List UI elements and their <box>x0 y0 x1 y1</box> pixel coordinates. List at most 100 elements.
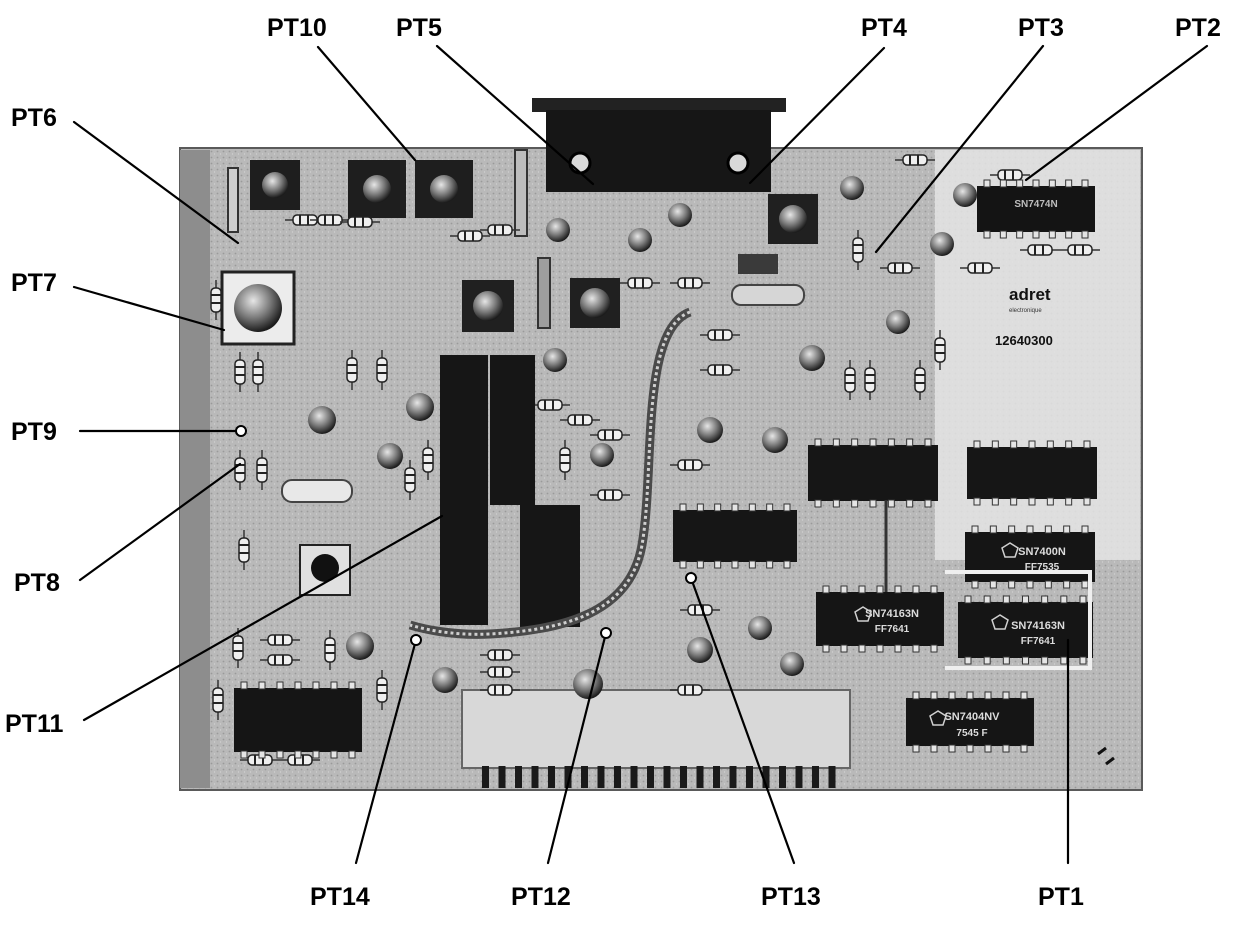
ic-pin <box>930 691 938 700</box>
ic-pin <box>814 438 822 447</box>
resistor-body <box>687 604 713 616</box>
label-pt11: PT11 <box>5 710 63 738</box>
leader-line-pt2 <box>1024 44 1209 182</box>
ic-pin <box>1083 440 1091 449</box>
resistor-body <box>346 357 358 383</box>
resistor-body <box>487 224 513 236</box>
ic-tall-mid <box>490 355 535 505</box>
board-corner-mark <box>1097 746 1115 766</box>
edge-pin <box>729 766 737 788</box>
ic-pin <box>971 525 979 534</box>
edge-pin <box>713 766 720 788</box>
ic-sn74163n-b: SN74163N FF7641 <box>816 592 944 646</box>
ic-pin <box>971 580 979 589</box>
ic-pin <box>1081 179 1089 188</box>
ic-pin <box>1048 179 1056 188</box>
resistor-body <box>317 214 343 226</box>
ic-pin <box>894 644 902 653</box>
label-pt13: PT13 <box>761 883 821 911</box>
ic-pin <box>912 744 920 753</box>
resistor-body <box>234 359 246 385</box>
ic-pin <box>240 681 248 690</box>
resistor-body <box>707 364 733 376</box>
resistor-body <box>256 457 268 483</box>
ic-right-upper <box>967 447 1097 499</box>
ic-sn7404nv: SN7404NV 7545 F <box>906 698 1034 746</box>
ic-pin <box>714 503 722 512</box>
ic-pin <box>696 503 704 512</box>
ic-pin <box>851 438 859 447</box>
ic-pin <box>876 644 884 653</box>
ic-pin <box>1041 595 1049 604</box>
ic-pin <box>1081 230 1089 239</box>
ic-pin <box>858 644 866 653</box>
resistor-body <box>1027 244 1053 256</box>
leader-line-pt13 <box>689 576 796 865</box>
ic-pin <box>1079 595 1087 604</box>
ic-pin <box>783 503 791 512</box>
ic-pin <box>348 750 356 759</box>
resistor-body <box>212 687 224 713</box>
resistor-body <box>864 367 876 393</box>
leader-line-pt10 <box>316 45 417 162</box>
ic-pin <box>1002 595 1010 604</box>
ic-pin <box>1065 497 1073 506</box>
ic-pin <box>1026 580 1034 589</box>
ic-tall-left <box>440 355 488 625</box>
resistor-body <box>347 216 373 228</box>
leader-line-pt3 <box>874 44 1045 254</box>
resistor-body <box>487 666 513 678</box>
resistors <box>210 154 1100 766</box>
board-left-edge <box>180 150 210 788</box>
ic-pin <box>1046 440 1054 449</box>
ic-pin <box>1028 497 1036 506</box>
ic-pin <box>851 499 859 508</box>
resistor-body <box>376 677 388 703</box>
label-pt9: PT9 <box>11 418 57 446</box>
ic-pin <box>822 585 830 594</box>
leader-line-pt12 <box>546 631 608 865</box>
ic-pin <box>989 580 997 589</box>
edge-pin <box>531 766 539 788</box>
resistor-body <box>902 154 928 166</box>
test-point-marker-pt9 <box>235 425 247 437</box>
ic-pin <box>1046 497 1054 506</box>
ic-pin <box>766 560 774 569</box>
edge-pin <box>597 766 605 788</box>
resistor-body <box>914 367 926 393</box>
ic-pin <box>294 681 302 690</box>
ic-pin <box>679 503 687 512</box>
ic-pin <box>1063 525 1071 534</box>
ic-pin <box>964 656 972 665</box>
ic-pin <box>258 681 266 690</box>
resistor-body <box>487 649 513 661</box>
ic-pin <box>983 179 991 188</box>
ic-pin <box>1002 744 1010 753</box>
label-pt2: PT2 <box>1175 14 1221 42</box>
ic-pin <box>1032 179 1040 188</box>
ic-bottom-left <box>234 688 362 752</box>
ic-pin <box>679 560 687 569</box>
edge-connector-pins <box>482 766 836 788</box>
ic-marking: SN7404NV <box>944 711 1000 723</box>
ic-pin <box>912 644 920 653</box>
label-pt3: PT3 <box>1018 14 1064 42</box>
ic-pin <box>1008 525 1016 534</box>
ic-pin <box>1010 497 1018 506</box>
test-point-marker-pt13 <box>685 572 697 584</box>
ic-pin <box>783 560 791 569</box>
ic-pin <box>330 750 338 759</box>
ic-pin <box>1016 230 1024 239</box>
test-point-marker-pt12 <box>600 627 612 639</box>
label-pt8: PT8 <box>14 569 60 597</box>
ic-pin <box>1002 691 1010 700</box>
resistor-body <box>267 634 293 646</box>
ic-pin <box>1044 580 1052 589</box>
ic-pin <box>924 499 932 508</box>
resistor-body <box>597 429 623 441</box>
edge-pin <box>564 766 572 788</box>
edge-pin <box>581 766 588 788</box>
ic-pin <box>948 744 956 753</box>
